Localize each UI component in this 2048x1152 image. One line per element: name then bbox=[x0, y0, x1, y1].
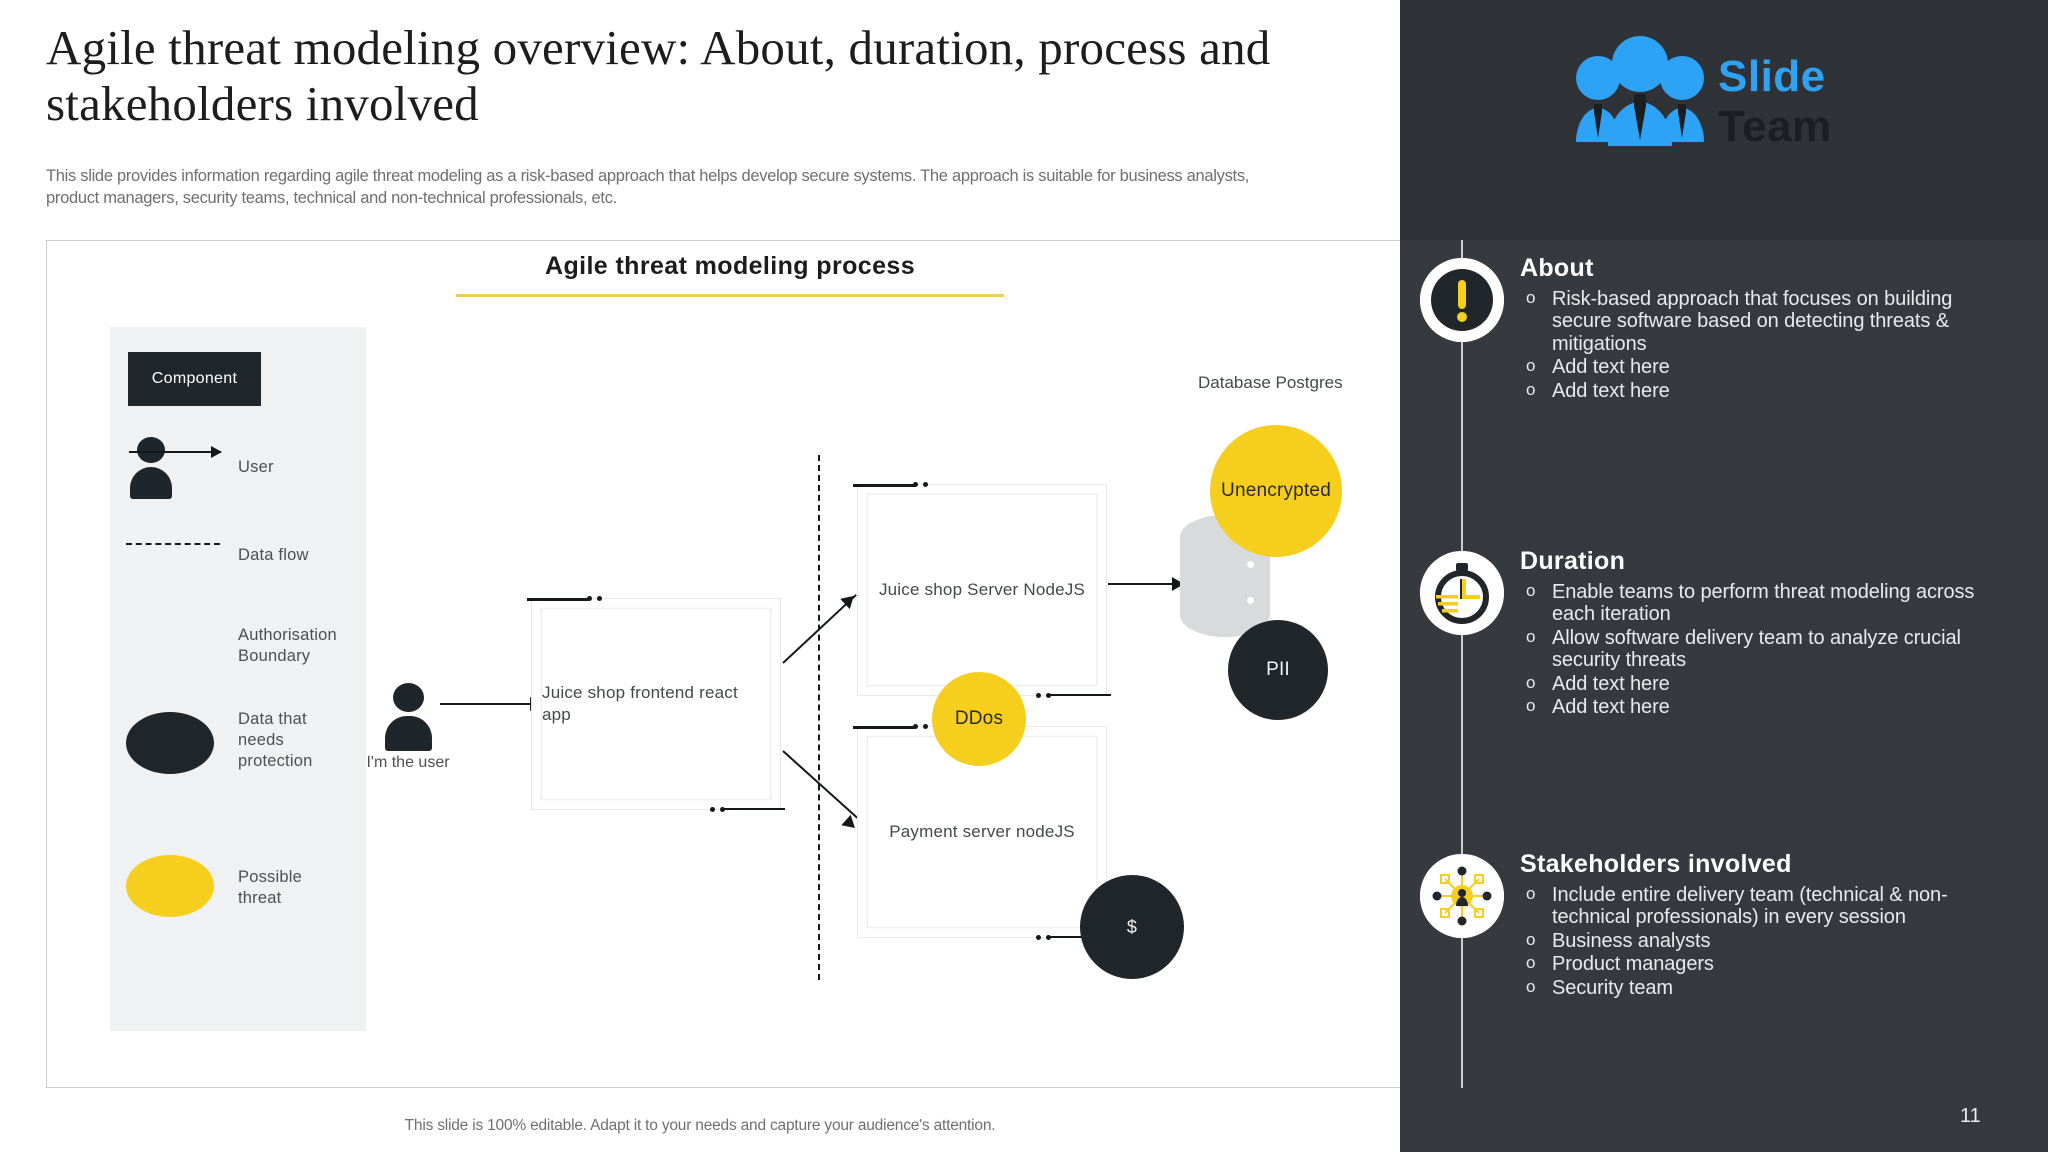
legend-label-possible-threat: Possible threat bbox=[238, 868, 302, 908]
bullet-item: Product managers bbox=[1520, 953, 1990, 975]
node-server-inner: Juice shop Server NodeJS bbox=[867, 494, 1097, 686]
authorisation-boundary-line bbox=[818, 455, 820, 980]
flow-server-to-database bbox=[1108, 583, 1182, 585]
stopwatch-icon bbox=[1420, 551, 1504, 635]
legend-label-user: User bbox=[238, 458, 274, 476]
actor-user-icon bbox=[382, 683, 434, 751]
slideteam-people-icon bbox=[1576, 36, 1704, 146]
node-payment-corner-top bbox=[853, 726, 915, 729]
legend-panel: Component User Data flow Authorisation B… bbox=[110, 327, 366, 1031]
stakeholders-network-icon bbox=[1420, 854, 1504, 938]
user-icon bbox=[128, 437, 174, 499]
node-frontend: Juice shop frontend react app bbox=[527, 596, 785, 812]
legend-label-protected-data: Data that needs protection bbox=[238, 710, 313, 771]
protected-data-pii: PII bbox=[1228, 620, 1328, 720]
node-payment-dot-3 bbox=[1046, 935, 1051, 940]
node-frontend-dot-3 bbox=[720, 807, 725, 812]
node-frontend-dot-1 bbox=[587, 596, 592, 601]
node-frontend-dot-2 bbox=[597, 596, 602, 601]
node-frontend-corner-top bbox=[527, 598, 589, 601]
bullet-item: Add text here bbox=[1520, 356, 1990, 378]
node-payment-dot-4 bbox=[1036, 935, 1041, 940]
threat-ddos-label: DDos bbox=[954, 708, 1004, 729]
protected-data-pii-label: PII bbox=[1266, 659, 1290, 680]
node-server: Juice shop Server NodeJS bbox=[853, 482, 1111, 698]
bullet-item: Include entire delivery team (technical … bbox=[1520, 884, 1990, 929]
slide-footer: This slide is 100% editable. Adapt it to… bbox=[404, 1117, 996, 1134]
node-server-dot-1 bbox=[913, 482, 918, 487]
page-subtitle: This slide provides information regardin… bbox=[46, 167, 1250, 208]
node-payment-dot-1 bbox=[913, 724, 918, 729]
node-frontend-inner: Juice shop frontend react app bbox=[541, 608, 771, 800]
database-dot-2 bbox=[1247, 597, 1254, 604]
database-dot-1 bbox=[1247, 561, 1254, 568]
section-bullets-duration: Enable teams to perform threat modeling … bbox=[1520, 581, 1990, 719]
section-heading-stakeholders: Stakeholders involved bbox=[1520, 850, 1792, 878]
protected-data-money-label: $ bbox=[1126, 916, 1138, 937]
logo-text-slide: Slide bbox=[1718, 52, 1826, 101]
slideteam-logo: Slide Team bbox=[1570, 30, 1870, 160]
arrow-icon bbox=[129, 446, 222, 458]
timeline-line bbox=[1461, 240, 1463, 1088]
bullet-item: Security team bbox=[1520, 977, 1990, 999]
section-heading-about: About bbox=[1520, 254, 1594, 282]
flow-actor-to-frontend bbox=[440, 703, 538, 705]
legend-label-data-flow: Data flow bbox=[238, 546, 309, 564]
exclamation-icon bbox=[1420, 258, 1504, 342]
node-frontend-label: Juice shop frontend react app bbox=[542, 682, 738, 724]
node-server-corner-top bbox=[853, 484, 915, 487]
bullet-item: Add text here bbox=[1520, 380, 1990, 402]
bullet-item: Risk-based approach that focuses on buil… bbox=[1520, 288, 1990, 355]
legend-component-chip: Component bbox=[128, 352, 261, 406]
database-label: Database Postgres bbox=[1198, 373, 1343, 392]
threat-unencrypted: Unencrypted bbox=[1210, 425, 1342, 557]
section-bullets-stakeholders: Include entire delivery team (technical … bbox=[1520, 884, 1990, 1000]
yellow-ellipse-icon bbox=[126, 855, 214, 917]
node-frontend-corner-bottom bbox=[723, 807, 785, 810]
node-server-dot-3 bbox=[1046, 693, 1051, 698]
threat-unencrypted-label: Unencrypted bbox=[1221, 480, 1331, 501]
page-title: Agile threat modeling overview: About, d… bbox=[46, 20, 1271, 132]
section-bullets-about: Risk-based approach that focuses on buil… bbox=[1520, 288, 1990, 403]
bullet-item: Allow software delivery team to analyze … bbox=[1520, 627, 1990, 672]
right-panel-header bbox=[1400, 0, 2048, 240]
bullet-item: Add text here bbox=[1520, 696, 1990, 718]
node-server-corner-bottom bbox=[1049, 693, 1111, 696]
threat-ddos: DDos bbox=[932, 672, 1026, 766]
dark-ellipse-icon bbox=[126, 712, 214, 774]
diagram-heading: Agile threat modeling process bbox=[544, 252, 915, 280]
bullet-item: Business analysts bbox=[1520, 930, 1990, 952]
node-payment-label: Payment server nodeJS bbox=[889, 821, 1075, 841]
bullet-item: Enable teams to perform threat modeling … bbox=[1520, 581, 1990, 626]
node-payment-inner: Payment server nodeJS bbox=[867, 736, 1097, 928]
bullet-item: Add text here bbox=[1520, 673, 1990, 695]
node-frontend-dot-4 bbox=[710, 807, 715, 812]
section-heading-duration: Duration bbox=[1520, 547, 1626, 575]
node-server-dot-4 bbox=[1036, 693, 1041, 698]
diagram-heading-underline bbox=[456, 294, 1004, 297]
logo-text-team: Team bbox=[1718, 102, 1832, 151]
node-server-dot-2 bbox=[923, 482, 928, 487]
protected-data-money: $ bbox=[1080, 875, 1184, 979]
dashed-line-icon bbox=[126, 543, 220, 545]
legend-label-auth-boundary: Authorisation Boundary bbox=[238, 626, 337, 666]
page-number: 11 bbox=[1960, 1105, 1981, 1127]
node-server-label: Juice shop Server NodeJS bbox=[878, 579, 1086, 599]
actor-caption: I'm the user bbox=[366, 754, 450, 771]
node-payment-dot-2 bbox=[923, 724, 928, 729]
